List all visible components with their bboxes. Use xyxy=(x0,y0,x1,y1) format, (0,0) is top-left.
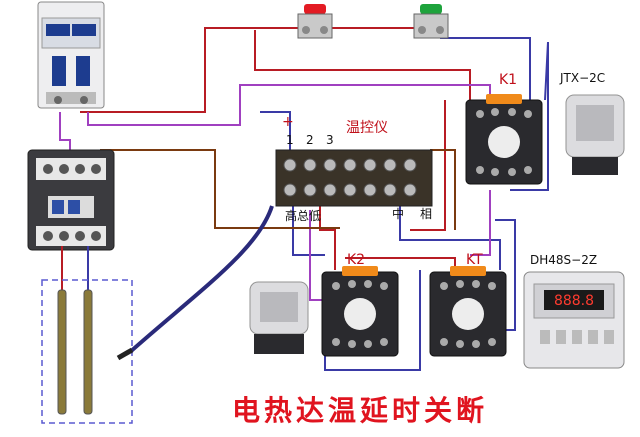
circuit-breaker xyxy=(37,1,105,109)
timer-buttons xyxy=(540,330,614,344)
ac-contactor xyxy=(27,149,115,251)
timer-display-digits: 888.8 xyxy=(554,293,594,309)
start-button xyxy=(413,4,449,39)
temperature-controller xyxy=(275,149,433,207)
relay-k2-base xyxy=(321,266,399,357)
label-dh48s: DH48S−2Z xyxy=(530,253,597,267)
wire-blue-kt-right xyxy=(495,219,516,331)
controller-terminals-bottom xyxy=(283,183,417,197)
label-plus: + xyxy=(282,114,294,130)
wire-red-breaker-to-red-button xyxy=(80,27,300,113)
label-temperature-controller: 温控仪 xyxy=(346,120,388,136)
wire-red-controller-low xyxy=(319,192,336,270)
controller-terminals-top xyxy=(283,158,417,172)
label-kt: KT xyxy=(466,252,483,268)
heater-leads xyxy=(61,246,89,290)
breaker-lever-right-icon xyxy=(76,56,90,86)
wire-blue-controller-plus xyxy=(260,111,291,150)
label-terminal-3: 3 xyxy=(326,133,334,147)
label-terminal-1: 1 xyxy=(286,133,294,147)
kt-cap-icon xyxy=(450,266,486,276)
label-jtx: JTX−2C xyxy=(559,71,605,85)
wire-brown-contactor xyxy=(100,149,340,229)
relay-jtx xyxy=(565,94,625,175)
wire-blue-k1-to-jtx xyxy=(510,41,549,191)
stop-button xyxy=(297,4,333,39)
wire-brown-controller-right xyxy=(430,149,456,230)
wire-blue-controller-down xyxy=(292,192,325,256)
wire-red-top-loop xyxy=(254,30,471,100)
wire-blue-top-right xyxy=(440,37,531,100)
wire-purple-k1-to-kt xyxy=(470,190,491,256)
red-button-cap-icon xyxy=(304,4,326,14)
k2-cap-icon xyxy=(342,266,378,276)
label-k1: K1 xyxy=(499,72,517,88)
temperature-probe xyxy=(116,205,274,361)
wire-purple-top xyxy=(87,84,491,126)
relay-plugin xyxy=(249,281,309,354)
breaker-lever-left-icon xyxy=(52,56,66,86)
label-neutral: 中 xyxy=(392,206,404,221)
diagram-title: 电热达温延时关断 xyxy=(232,394,488,427)
label-phase: 相 xyxy=(420,207,432,221)
relay-k1-base xyxy=(465,94,543,185)
relay-kt-base xyxy=(429,266,507,357)
timer-dh48s: 888.8 xyxy=(523,271,625,369)
green-button-cap-icon xyxy=(420,4,442,14)
timer-display xyxy=(544,290,604,310)
label-high-common-low: 高总低 xyxy=(285,208,321,223)
k1-cap-icon xyxy=(486,94,522,104)
heater-elements xyxy=(41,279,133,424)
label-k2: K2 xyxy=(347,252,365,268)
label-terminal-2: 2 xyxy=(306,133,314,147)
wire-red-k1-left xyxy=(410,100,446,231)
wire-blue-mid-to-kt xyxy=(399,192,501,270)
